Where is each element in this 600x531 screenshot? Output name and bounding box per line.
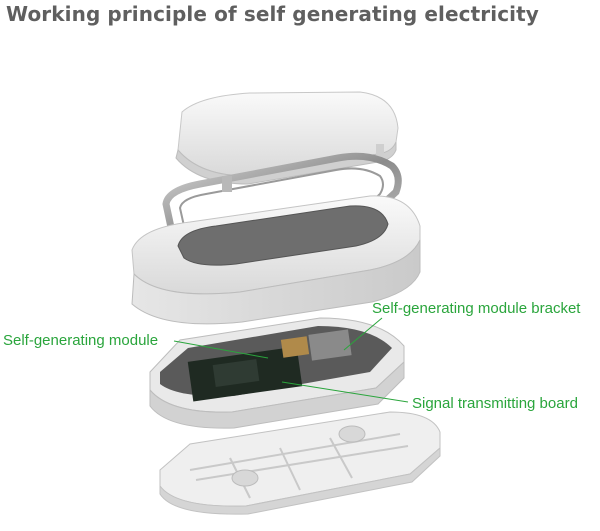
diagram-title: Working principle of self generating ele… <box>6 2 539 26</box>
leader-line-board <box>281 381 409 403</box>
middle-housing <box>131 195 421 325</box>
label-signal-transmitting-board: Signal transmitting board <box>412 395 578 412</box>
leader-line-module <box>173 340 269 359</box>
board-assembly <box>149 317 405 429</box>
label-self-generating-module-bracket: Self-generating module bracket <box>372 300 581 317</box>
leader-line-bracket <box>343 317 383 351</box>
base-plate <box>159 411 441 515</box>
label-self-generating-module: Self-generating module <box>3 332 159 349</box>
leader-lines <box>173 317 409 403</box>
